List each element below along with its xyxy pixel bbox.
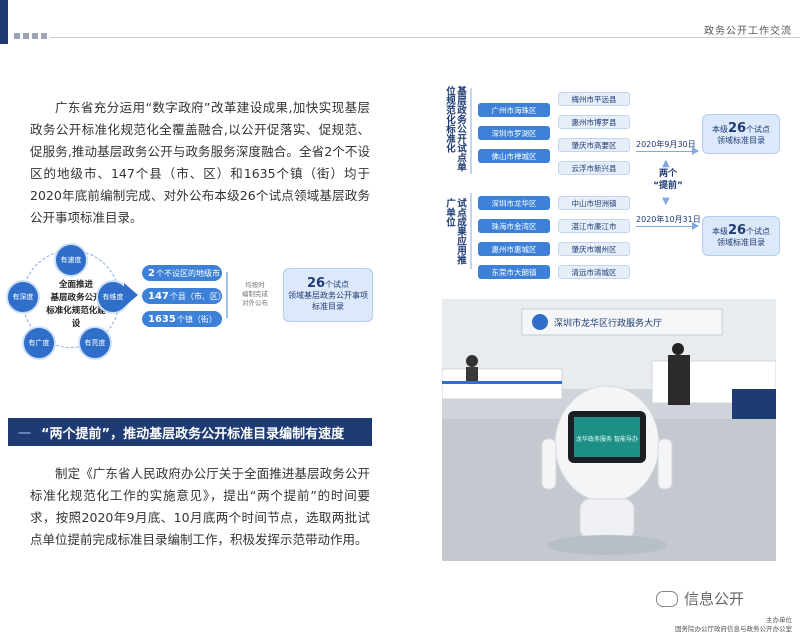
- tag-luohu: 深圳市罗湖区: [478, 126, 550, 140]
- arrow-line-top: [636, 151, 694, 152]
- arrow-head-top-icon: [692, 147, 699, 155]
- two-ahead-label: 两个 “提前”: [653, 169, 683, 191]
- robot-screen-text: 龙华政务服务 智能导办: [576, 435, 638, 443]
- tag-longhua: 深圳市龙华区: [478, 196, 550, 210]
- tag-duanzhou: 肇庆市端州区: [558, 242, 630, 256]
- tag-pingyuan: 梅州市平远县: [558, 92, 630, 106]
- arrow-line-bottom: [636, 226, 694, 227]
- date-oct31: 2020年10月31日: [636, 215, 701, 224]
- arrow-down-icon: ▼: [662, 196, 670, 207]
- arrow-right-icon: [124, 283, 138, 307]
- watermark: 信息公开: [656, 588, 744, 609]
- tag-lianjiang: 湛江市廉江市: [558, 219, 630, 233]
- header-accent-bar: [0, 0, 8, 44]
- tag-chancheng: 佛山市禅城区: [478, 149, 550, 163]
- bubble-breadth: 有广度: [22, 326, 56, 360]
- header-squares: [14, 33, 47, 39]
- label-promotion-units: 试点成果应用推广单位: [444, 198, 466, 265]
- bracket-top: [470, 88, 472, 174]
- arrow-head-bottom-icon: [692, 222, 699, 230]
- tag-haizhu: 广州市海珠区: [478, 103, 550, 117]
- body-paragraph: 制定《广东省人民政府办公厅关于全面推进基层政务公开标准化规范化工作的实施意见》，…: [30, 466, 370, 547]
- target-box-top: 本级26个试点 领域标准目录: [702, 114, 780, 154]
- tag-xinxing: 云浮市新兴县: [558, 161, 630, 175]
- section-heading: 一 “两个提前”，推动基层政务公开标准目录编制有速度: [8, 418, 372, 446]
- ring-center-text: 全面推进 基层政务公开 标准化规范化建设: [46, 280, 106, 329]
- bubble-brightness: 有亮度: [78, 326, 112, 360]
- footer-sponsor-name: 国务院办公厅政府信息与政务公开办公室: [675, 625, 792, 633]
- deadline-note: 均按时 编制完成 对外公布: [242, 281, 268, 307]
- header-title: 政务公开工作交流: [704, 26, 792, 37]
- target-box-left: 26个试点 领域基层政务公开事项 标准目录: [283, 268, 373, 322]
- bubble-speed: 有速度: [54, 243, 88, 277]
- tag-qingcheng: 清远市清城区: [558, 265, 630, 279]
- bracket-bar: [226, 272, 228, 318]
- tag-jinwan: 珠海市金湾区: [478, 219, 550, 233]
- tag-tanzhou: 中山市坦洲镇: [558, 196, 630, 210]
- label-pilot-units: 基层政务公开试点单位规范化标准化: [444, 86, 466, 172]
- tag-dalang: 东莞市大朗镇: [478, 265, 550, 279]
- header-rule: [50, 37, 800, 38]
- target-box-bottom: 本级26个试点 领域标准目录: [702, 216, 780, 256]
- bubble-depth: 有深度: [6, 280, 40, 314]
- bracket-bottom: [470, 193, 472, 269]
- arrow-up-icon: ▲: [662, 158, 670, 169]
- date-sep30: 2020年9月30日: [636, 140, 696, 149]
- tag-boluo: 惠州市博罗县: [558, 115, 630, 129]
- intro-paragraph: 广东省充分运用“数字政府”改革建设成果,加快实现基层政务公开标准化规范化全覆盖融…: [30, 100, 370, 225]
- hall-sign: 深圳市龙华区行政服务大厅: [554, 317, 662, 329]
- tag-gaoyao: 肇庆市高要区: [558, 138, 630, 152]
- service-hall-photo: 深圳市龙华区行政服务大厅 龙华政务服务 智能导办: [442, 299, 776, 561]
- wechat-icon: [656, 590, 678, 607]
- tag-huicheng: 惠州市惠城区: [478, 242, 550, 256]
- footer-sponsor-label: 主办单位: [766, 616, 792, 624]
